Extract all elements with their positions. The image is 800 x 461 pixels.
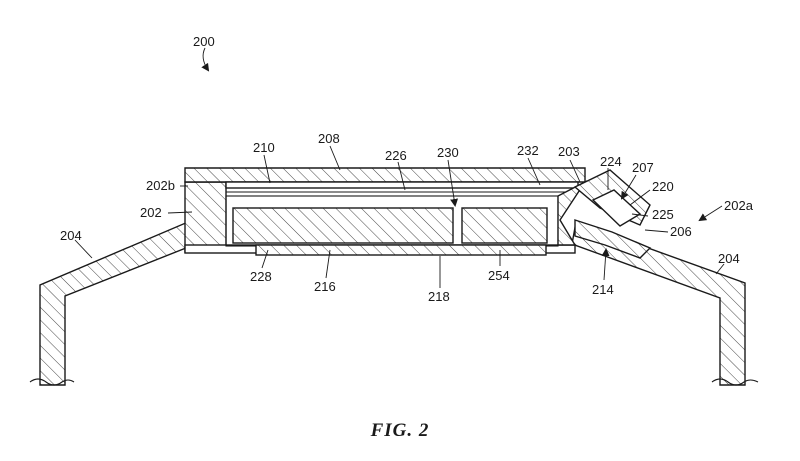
leader-226 [397,161,406,191]
label-216: 216 [314,279,336,294]
label-225: 225 [652,207,674,222]
left-band [39,221,197,386]
label-200: 200 [193,34,215,49]
leader-210 [263,154,271,184]
component-254 [461,207,548,244]
label-218: 218 [428,289,450,304]
button-insert [591,189,642,227]
display-cover [184,167,586,183]
label-206: 206 [670,224,692,239]
layer-210 [225,181,579,189]
label-204-left: 204 [60,228,82,243]
left-band-ground [29,378,75,386]
sensor-plate [255,244,547,256]
label-202a: 202a [724,198,754,213]
label-254: 254 [488,268,510,283]
label-210: 210 [253,140,275,155]
leader-200 [201,47,210,72]
label-226: 226 [385,148,407,163]
housing-left-wall [184,181,227,253]
label-220: 220 [652,179,674,194]
right-band [571,221,746,386]
leader-214 [601,248,610,281]
battery-component [232,207,454,244]
label-203: 203 [558,144,580,159]
leader-203 [569,159,581,183]
label-208: 208 [318,131,340,146]
label-230: 230 [437,145,459,160]
leader-232 [527,157,541,186]
label-228: 228 [250,269,272,284]
label-232: 232 [517,143,539,158]
label-214: 214 [592,282,614,297]
label-202b: 202b [146,178,175,193]
right-band-ground [711,378,759,386]
leader-202a [698,205,723,222]
label-207: 207 [632,160,654,175]
leader-216 [325,249,331,279]
leader-206 [644,229,669,233]
leader-230 [447,159,459,207]
leader-220 [629,189,651,206]
label-202: 202 [140,205,162,220]
leader-208 [329,145,341,171]
figure-caption: FIG. 2 [370,420,430,441]
leader-228 [261,249,269,269]
button-stem [574,219,652,259]
leader-225 [631,213,649,217]
leader-207 [620,174,637,200]
label-224: 224 [600,154,622,169]
leader-204-right [715,263,725,275]
label-204-right: 204 [718,251,740,266]
leader-204-left [74,239,93,259]
leader-202 [167,211,193,214]
